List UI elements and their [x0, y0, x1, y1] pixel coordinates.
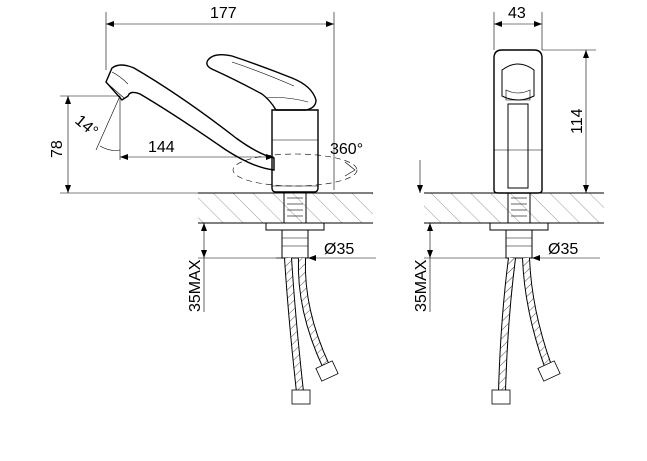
front-dimension-lines: [60, 12, 376, 312]
width-label: 177: [210, 5, 237, 22]
front-swivel-ellipse: [232, 153, 358, 187]
front-spout: [105, 64, 275, 171]
thread-diameter-side-label: Ø35: [548, 241, 578, 258]
height-label: 78: [49, 140, 66, 158]
side-dimension-lines: [417, 12, 604, 312]
mounting-max-side-label: 35MAX: [413, 259, 430, 312]
side-faucet-body: [493, 49, 543, 194]
front-faucet-body: [271, 109, 319, 193]
thread-diameter-front-label: Ø35: [324, 241, 354, 258]
depth-label: 43: [508, 5, 526, 22]
swivel-label: 360°: [330, 141, 363, 158]
reach-label: 144: [148, 139, 175, 156]
front-lever-handle: [206, 53, 317, 111]
front-view: 177 78 14° 144 360° Ø35 35MAX: [49, 5, 376, 405]
angle-label: 14°: [71, 112, 100, 141]
side-height-label: 114: [569, 108, 586, 134]
side-countertop: [424, 192, 604, 224]
front-countertop: [198, 192, 373, 224]
side-view: 43 114 Ø35 35MAX: [413, 5, 604, 405]
front-braided-hoses: [284, 257, 339, 405]
side-braided-hoses: [491, 257, 561, 405]
mounting-max-front-label: 35MAX: [187, 259, 204, 312]
front-mounting-rod: [265, 192, 325, 259]
side-mounting-rod: [489, 192, 549, 259]
